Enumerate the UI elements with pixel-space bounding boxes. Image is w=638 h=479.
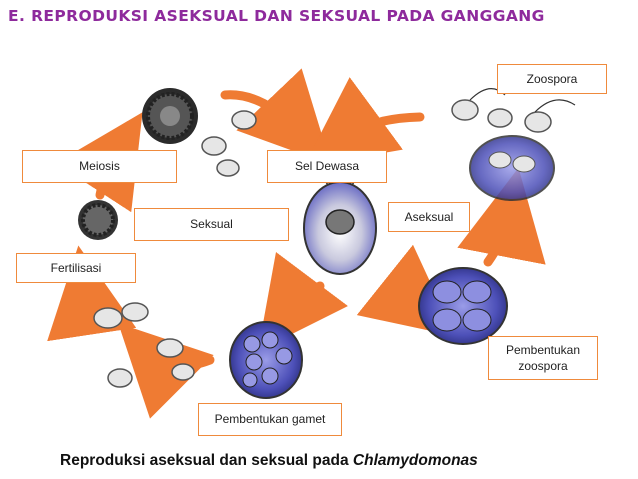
label-seksual: Seksual	[134, 208, 289, 241]
zoospores-released	[451, 88, 576, 201]
figure-caption: Reproduksi aseksual dan seksual pada Chl…	[60, 452, 478, 470]
arrow-to-zoospore-formation	[356, 244, 456, 337]
arrow-to-zoospora	[457, 167, 546, 267]
caption-species: Chlamydomonas	[352, 452, 478, 469]
label-pembentukan-gamet: Pembentukan gamet	[198, 403, 342, 436]
label-zoospora: Zoospora	[497, 64, 607, 94]
label-pembentukan-zoospora-line2: zoospora	[518, 359, 568, 373]
arrow-fusion-up	[47, 245, 137, 342]
label-aseksual: Aseksual	[388, 202, 470, 232]
zoospore-formation-cell	[418, 267, 508, 345]
label-sel-dewasa: Sel Dewasa	[267, 150, 387, 183]
gamete-formation-cell	[229, 321, 303, 399]
zygote-cell	[78, 200, 118, 240]
arrow-zoospore-to-adult	[303, 77, 425, 167]
label-pembentukan-zoospora: Pembentukan zoospora	[488, 336, 598, 380]
label-pembentukan-zoospora-line1: Pembentukan	[505, 342, 581, 357]
caption-text: Reproduksi aseksual dan seksual pada	[60, 452, 353, 469]
small-gametes-top	[201, 110, 257, 177]
meiosis-cell	[142, 88, 198, 144]
page-title: E. Reproduksi Aseksual dan Seksual pada …	[8, 7, 545, 25]
label-meiosis: Meiosis	[22, 150, 177, 183]
arrow-top	[220, 68, 332, 165]
label-fertilisasi: Fertilisasi	[16, 253, 136, 283]
fusing-gametes	[93, 302, 195, 388]
arrow-to-gamet	[257, 251, 349, 351]
